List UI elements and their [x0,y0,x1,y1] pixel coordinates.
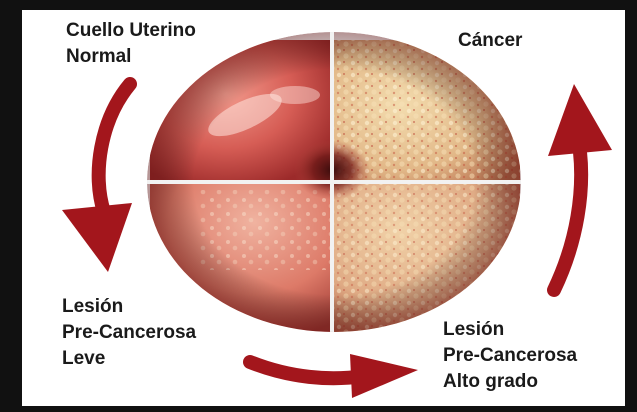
label-line: Pre-Cancerosa [443,343,577,369]
cervix-sphere [140,25,530,342]
label-line: Leve [62,346,196,372]
label-line: Lesión [443,317,577,343]
arrow-low-to-high-grade [250,354,418,398]
label-line: Lesión [62,294,196,320]
label-line: Normal [66,44,196,70]
arrow-normal-to-low-grade [62,84,132,272]
label-line: Pre-Cancerosa [62,320,196,346]
label-high-grade-lesion: Lesión Pre-Cancerosa Alto grado [443,317,577,395]
label-low-grade-lesion: Lesión Pre-Cancerosa Leve [62,294,196,372]
label-normal-cervix: Cuello Uterino Normal [66,18,196,70]
label-line: Cuello Uterino [66,18,196,44]
label-cancer: Cáncer [458,28,522,54]
label-line: Alto grado [443,369,577,395]
arrow-high-grade-to-cancer [548,84,612,290]
label-line: Cáncer [458,28,522,54]
